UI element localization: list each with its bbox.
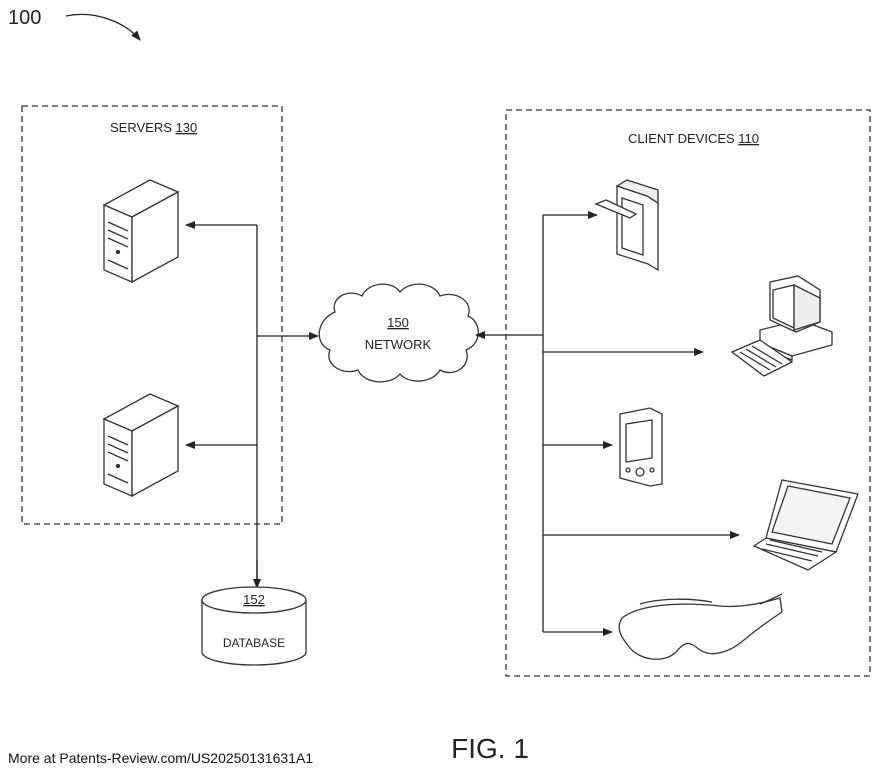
client-connectors (476, 215, 739, 632)
desktop-computer-icon (732, 276, 832, 376)
pda-icon (620, 408, 662, 486)
tablet-icon (596, 180, 658, 270)
footer-source-link[interactable]: More at Patents-Review.com/US20250131631… (8, 750, 313, 766)
servers-number: 130 (176, 120, 198, 135)
smart-glasses-icon (619, 594, 782, 659)
database-label: DATABASE (223, 636, 285, 650)
server-connectors (186, 225, 318, 588)
servers-label: SERVERS 130 (110, 120, 197, 135)
network-number: 150 (387, 315, 409, 330)
figure-ref-leader (66, 14, 140, 40)
laptop-icon (754, 480, 858, 570)
client-devices-label: CLIENT DEVICES 110 (628, 131, 759, 146)
database-number: 152 (243, 592, 265, 607)
client-devices-number: 110 (738, 131, 759, 146)
server-1-icon (104, 180, 178, 282)
client-devices-box (506, 110, 870, 676)
figure-ref-number: 100 (8, 7, 41, 29)
network-cloud (319, 284, 478, 382)
network-label: NETWORK (365, 337, 432, 352)
figure-caption: FIG. 1 (451, 733, 529, 764)
server-2-icon (104, 394, 178, 496)
